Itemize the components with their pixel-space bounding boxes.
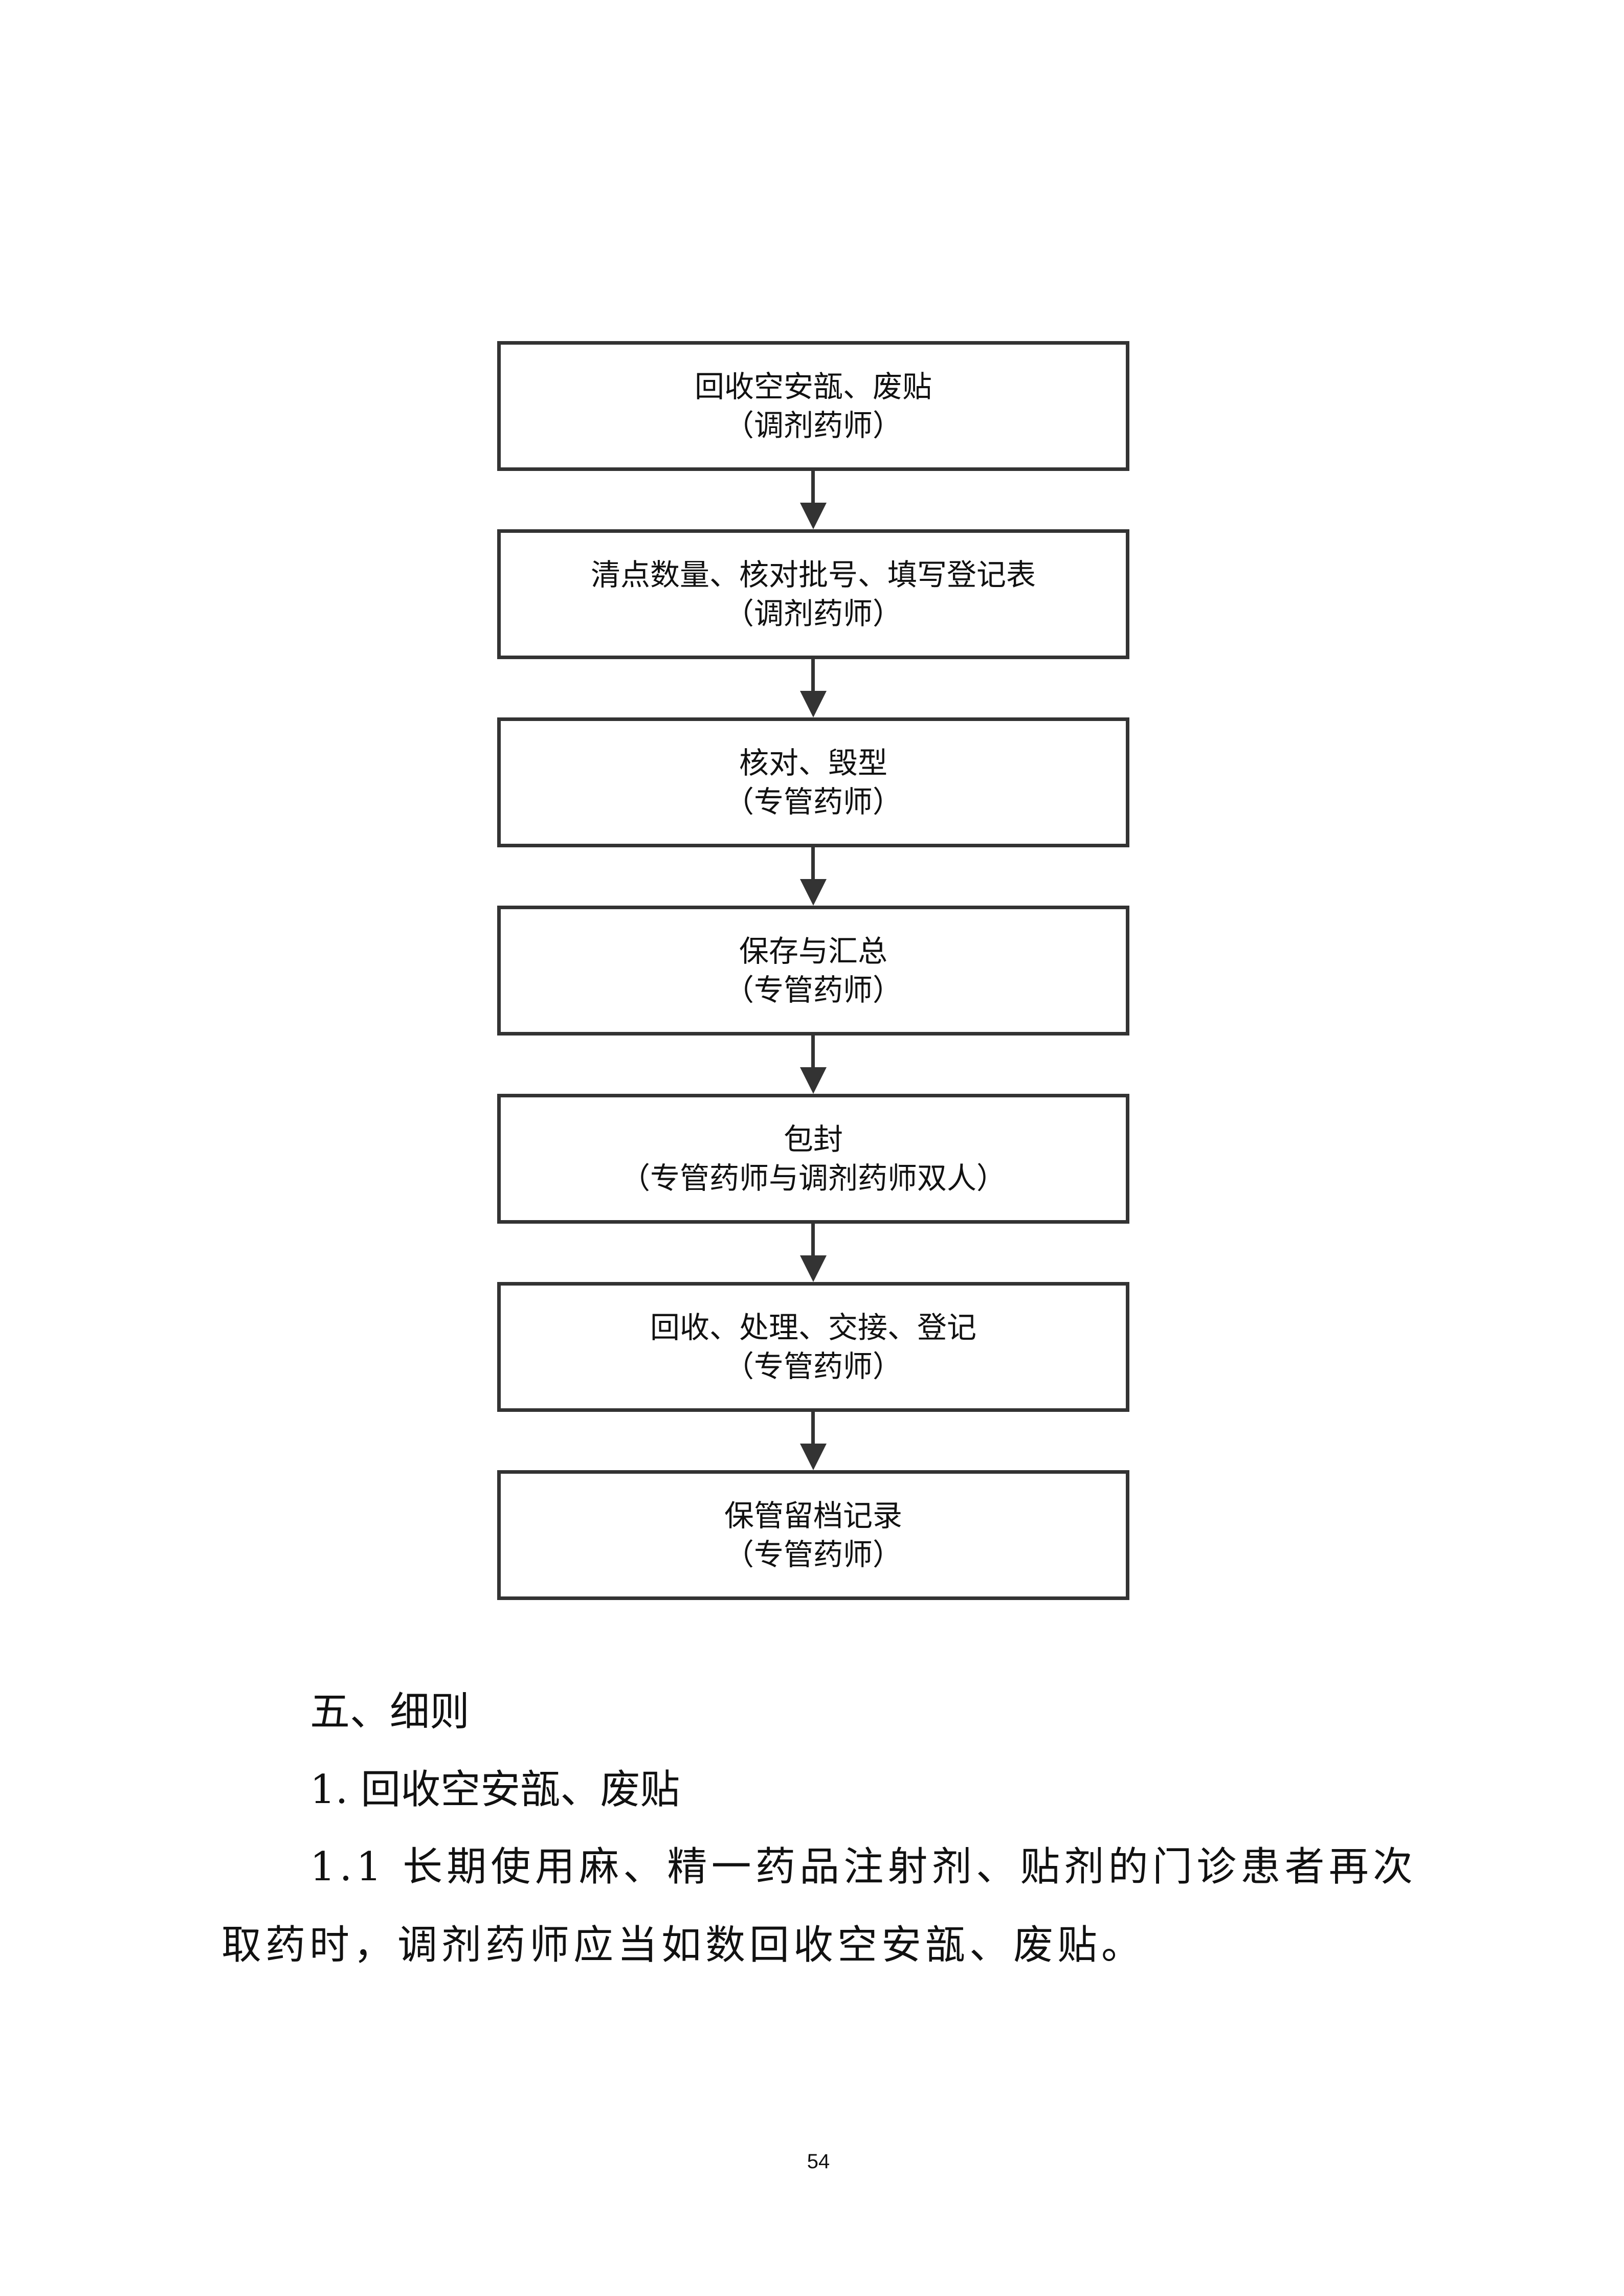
flow-step-title: 清点数量、核对批号、填写登记表 (590, 557, 1036, 592)
flow-arrow-down-icon (800, 1036, 827, 1094)
flow-step-title: 回收空安瓿、废贴 (694, 369, 932, 404)
flow-step-box: 保管留档记录 （专管药师） (497, 1470, 1129, 1600)
flow-step-box: 保存与汇总 （专管药师） (497, 906, 1129, 1036)
flow-arrow-down-icon (800, 471, 827, 529)
flow-step-box: 回收空安瓿、废贴 （调剂药师） (497, 341, 1129, 471)
flow-step-role: （专管药师） (724, 1537, 902, 1572)
flow-arrow-down-icon (800, 659, 827, 717)
flow-step-title: 核对、毁型 (739, 746, 887, 780)
flow-step-title: 保管留档记录 (724, 1498, 902, 1533)
flow-arrow-down-icon (800, 1224, 827, 1282)
flow-step-role: （专管药师） (724, 973, 902, 1007)
flow-step-box: 包封 （专管药师与调剂药师双人） (497, 1094, 1129, 1224)
flow-step-box: 回收、处理、交接、登记 （专管药师） (497, 1282, 1129, 1412)
flow-step-role: （调剂药师） (724, 408, 902, 443)
flow-step-box: 清点数量、核对批号、填写登记表 （调剂药师） (497, 529, 1129, 659)
flow-step-title: 包封 (783, 1122, 843, 1157)
flow-step-role: （调剂药师） (724, 596, 902, 631)
subheading: 1. 回收空安瓿、废贴 (310, 1767, 680, 1813)
flow-step-title: 保存与汇总 (739, 934, 887, 969)
page-number: 54 (807, 2150, 830, 2173)
flow-step-role: （专管药师） (724, 1349, 902, 1384)
flow-arrow-down-icon (800, 1412, 827, 1470)
flow-step-box: 核对、毁型 （专管药师） (497, 717, 1129, 847)
section-heading: 五、细则 (310, 1689, 470, 1735)
flow-step-title: 回收、处理、交接、登记 (650, 1310, 976, 1345)
flow-arrow-down-icon (800, 847, 827, 906)
flow-step-role: （专管药师与调剂药师双人） (620, 1161, 1006, 1196)
paragraph: 1.1 长期使用麻、精一药品注射剂、贴剂的门诊患者再次取药时，调剂药师应当如数回… (221, 1844, 1417, 1968)
flow-step-role: （专管药师） (724, 784, 902, 819)
